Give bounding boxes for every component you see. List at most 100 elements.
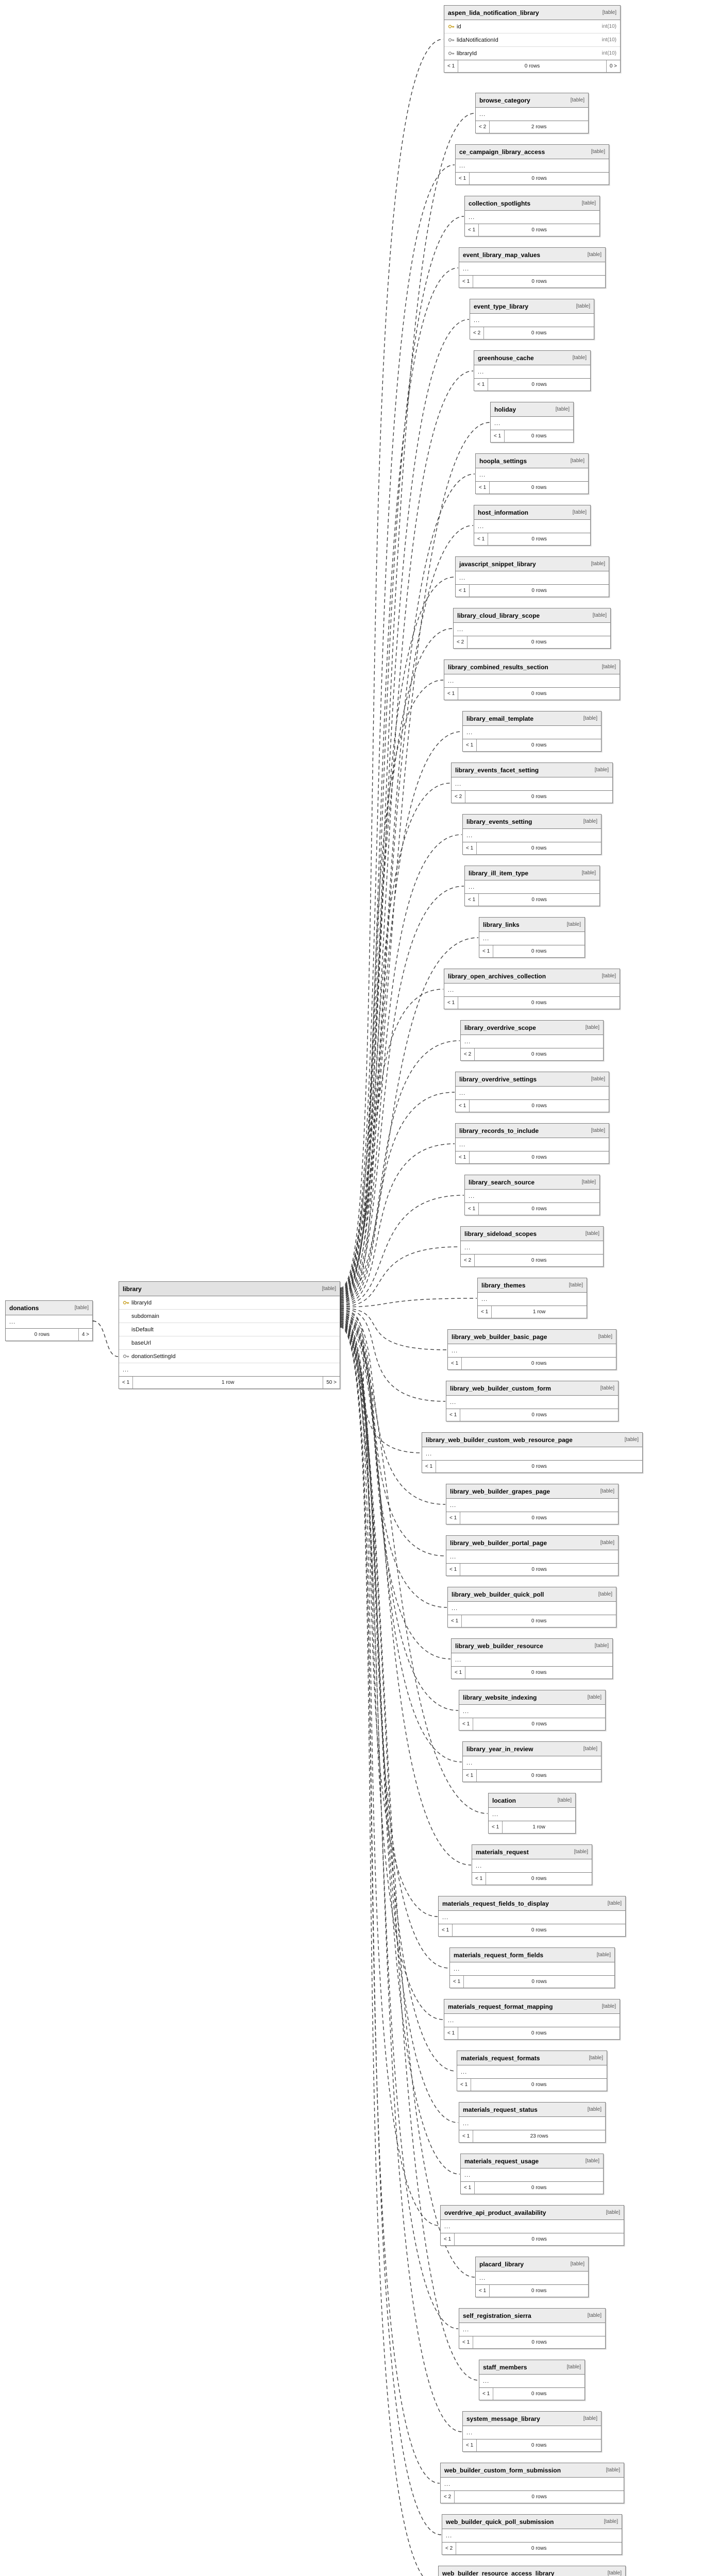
parent-count: < 1 (462, 2133, 470, 2139)
table-node[interactable]: web_builder_quick_poll_submission [table… (442, 2514, 622, 2555)
table-name: library_search_source (469, 1178, 535, 1186)
table-name: materials_request_form_fields (454, 1951, 544, 1959)
collapsed-columns-row: ... (479, 932, 585, 945)
table-node[interactable]: library_web_builder_quick_poll [table] .… (447, 1587, 616, 1628)
table-node[interactable]: materials_request_format_mapping [table]… (444, 1999, 620, 2040)
table-header: library_links [table] (479, 918, 585, 932)
table-body: ... (456, 159, 609, 173)
row-count: 0 rows (461, 1615, 616, 1627)
row-count: 0 rows (456, 2543, 622, 2554)
table-node[interactable]: library_open_archives_collection [table]… (444, 969, 620, 1009)
table-tag: [table] (583, 716, 597, 721)
relationship-connector (340, 39, 444, 1288)
table-node[interactable]: library_web_builder_portal_page [table] … (446, 1535, 619, 1576)
table-node[interactable]: javascript_snippet_library [table] ... <… (455, 556, 609, 597)
table-name: library_open_archives_collection (448, 972, 546, 980)
table-header: hoopla_settings [table] (476, 454, 588, 468)
table-node[interactable]: overdrive_api_product_availability [tabl… (440, 2205, 624, 2246)
table-node[interactable]: library_events_facet_setting [table] ...… (451, 762, 613, 803)
table-node[interactable]: library_web_builder_resource [table] ...… (451, 1638, 613, 1679)
collapsed-columns-row: ... (459, 262, 605, 276)
table-node[interactable]: library_records_to_include [table] ... <… (455, 1123, 609, 1164)
table-node[interactable]: library_web_builder_custom_web_resource_… (422, 1432, 643, 1473)
table-node[interactable]: materials_request_formats [table] ... < … (457, 2050, 607, 2091)
table-node[interactable]: event_library_map_values [table] ... < 1… (459, 247, 606, 288)
table-header: library_ill_item_type [table] (465, 866, 599, 880)
table-name: host_information (478, 509, 528, 516)
table-node[interactable]: library_overdrive_settings [table] ... <… (455, 1072, 609, 1112)
relationship-connector (340, 1309, 446, 1402)
table-body: ... (465, 1190, 599, 1203)
row-count: 1 row (502, 1821, 575, 1833)
table-header: library [table] (119, 1282, 340, 1296)
row-count: 0 rows (478, 224, 599, 236)
table-node[interactable]: self_registration_sierra [table] ... < 1… (459, 2308, 606, 2349)
table-node[interactable]: library_web_builder_basic_page [table] .… (447, 1329, 616, 1370)
table-node[interactable]: library_website_indexing [table] ... < 1… (459, 1690, 606, 1731)
row-count: 0 rows (486, 1873, 592, 1885)
row-count: 0 rows (489, 2285, 588, 2297)
collapsed-columns-row: ... (459, 2323, 605, 2336)
table-node[interactable]: library_web_builder_custom_form [table] … (446, 1381, 619, 1421)
table-node[interactable]: materials_request_status [table] ... < 1… (459, 2102, 606, 2143)
table-node[interactable]: library_combined_results_section [table]… (444, 659, 620, 700)
row-count: 0 rows (488, 379, 590, 391)
table-node[interactable]: web_builder_custom_form_submission [tabl… (440, 2463, 624, 2503)
table-body: ... (489, 1808, 575, 1821)
table-name: library_combined_results_section (448, 663, 548, 671)
table-node[interactable]: aspen_lida_notification_library [table] … (444, 5, 621, 73)
table-node[interactable]: web_builder_resource_access_library [tab… (438, 2566, 626, 2576)
table-node[interactable]: materials_request_form_fields [table] ..… (449, 1947, 615, 1988)
table-tag: [table] (583, 1746, 597, 1752)
table-tag: [table] (557, 1798, 572, 1803)
parent-count: < 1 (459, 1155, 466, 1160)
table-header: materials_request_fields_to_display [tab… (439, 1896, 625, 1911)
relationship-connector (340, 1040, 460, 1303)
table-name: ce_campaign_library_access (459, 148, 545, 156)
table-node[interactable]: ce_campaign_library_access [table] ... <… (455, 144, 609, 185)
table-tag: [table] (570, 458, 585, 464)
relationship-connector (340, 1246, 460, 1307)
row-count: 0 rows (469, 1100, 609, 1112)
table-node[interactable]: library_web_builder_grapes_page [table] … (446, 1484, 619, 1524)
table-node[interactable]: library_cloud_library_scope [table] ... … (453, 608, 611, 649)
relationship-connector (340, 1314, 462, 1762)
table-body: ... (459, 262, 605, 276)
table-header: materials_request [table] (472, 1845, 592, 1859)
relationship-connector (340, 1143, 455, 1305)
table-node[interactable]: materials_request_fields_to_display [tab… (438, 1896, 626, 1937)
table-name: library_website_indexing (463, 1693, 537, 1701)
